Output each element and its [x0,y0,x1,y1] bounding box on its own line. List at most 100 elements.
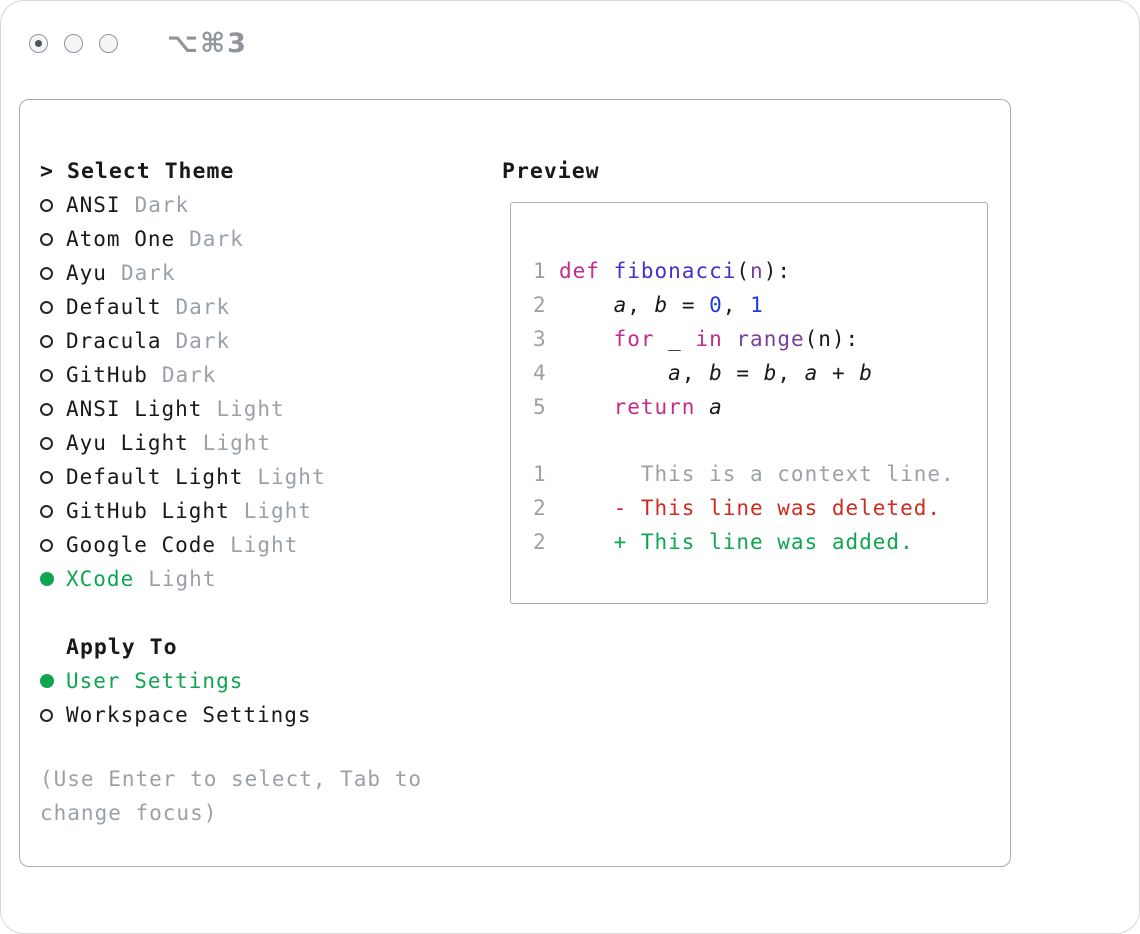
code-token: 0 [709,293,723,317]
code-token: return [613,395,696,419]
apply-to-list: User Settings Workspace Settings [40,664,440,732]
theme-item-ansi[interactable]: ANSI Dark [40,188,440,222]
apply-option-workspace-settings[interactable]: Workspace Settings [40,698,440,732]
theme-name: GitHub Light [66,499,230,523]
code-token [723,327,737,351]
theme-item-ayu[interactable]: Ayu Dark [40,256,440,290]
select-theme-title: Select Theme [67,158,235,184]
code-token: + This line was added. [559,530,914,554]
code-token: a [668,361,682,385]
theme-item-google-code[interactable]: Google Code Light [40,528,440,562]
code-text: - This line was deleted. [559,496,941,520]
theme-name: Dracula [66,329,162,353]
code-line: 3 for _ in range(n): [533,322,987,356]
code-token: , [681,361,710,385]
radio-icon [40,266,53,280]
radio-icon [40,470,53,484]
code-token [559,361,668,385]
code-line: 4 a, b = b, a + b [533,356,987,390]
radio-icon [40,232,53,246]
code-text: return a [559,395,723,419]
code-text: for _ in range(n): [559,327,859,351]
code-token: = [722,361,764,385]
theme-name: Ayu [66,261,107,285]
radio-icon [40,402,53,416]
radio-icon [40,572,54,586]
theme-item-default-light[interactable]: Default Light Light [40,460,440,494]
code-token: (n): [804,327,860,351]
code-token: _ [654,327,696,351]
code-line: 1 def fibonacci(n): [533,254,987,288]
theme-name: Google Code [66,533,217,557]
code-token: , [722,293,751,317]
traffic-light[interactable] [64,34,83,53]
diff-line: 2 - This line was deleted. [533,491,987,525]
theme-name: Ayu Light [66,431,189,455]
option-label: User Settings [66,669,244,693]
code-text: + This line was added. [559,530,914,554]
option-label: Workspace Settings [66,703,312,727]
theme-item-ayu-light[interactable]: Ayu Light Light [40,426,440,460]
theme-item-atom-one[interactable]: Atom One Dark [40,222,440,256]
code-token: ): [763,259,791,283]
code-line: 2 a, b = 0, 1 [533,288,987,322]
traffic-light[interactable] [99,34,118,53]
keyboard-shortcut-label: ⌥⌘3 [167,28,248,59]
theme-variant: Light [202,431,272,455]
line-number: 2 [533,293,547,317]
code-token [559,395,614,419]
theme-variant: Light [216,397,285,421]
apply-to-heading: Apply To [66,634,178,660]
code-token: n [750,259,764,283]
code-line: 5 return a [533,390,987,424]
code-text: a, b = b, a + b [559,361,873,385]
code-token: range [736,327,805,351]
radio-icon [40,368,53,382]
theme-column: > Select Theme ANSI Dark Atom One Dark A… [40,154,440,830]
radio-icon [40,538,53,552]
theme-variant: Dark [175,329,231,353]
code-block: 1 def fibonacci(n): 2 a, b = 0, 1 3 for … [533,254,987,424]
theme-item-default[interactable]: Default Dark [40,290,440,324]
code-text: This is a context line. [559,462,955,486]
code-token: def [559,259,600,283]
radio-icon [40,674,54,688]
code-token: , [777,361,805,385]
code-token [600,259,614,283]
apply-option-user-settings[interactable]: User Settings [40,664,440,698]
theme-item-ansi-light[interactable]: ANSI Light Light [40,392,440,426]
code-token [559,327,614,351]
radio-icon [40,504,53,518]
theme-list: ANSI Dark Atom One Dark Ayu Dark Default… [40,188,440,596]
code-token: a [804,361,819,385]
radio-icon [40,708,53,722]
theme-variant: Dark [189,227,244,251]
line-number: 5 [533,395,547,419]
traffic-light[interactable] [29,34,48,53]
preview-box: 1 def fibonacci(n): 2 a, b = 0, 1 3 for … [510,202,988,604]
code-token [695,395,709,419]
theme-item-xcode[interactable]: XCode Light [40,562,440,596]
code-token: b [763,361,778,385]
code-token: This is a context line. [559,462,955,486]
code-token: ( [736,259,751,283]
code-token: b [709,361,723,385]
line-number: 4 [533,361,547,385]
theme-name: ANSI Light [66,397,203,421]
code-token: b [654,293,669,317]
theme-item-dracula[interactable]: Dracula Dark [40,324,440,358]
code-token: 1 [750,293,764,317]
theme-name: Atom One [66,227,176,251]
preview-heading: Preview [502,158,600,184]
theme-name: XCode [66,567,135,591]
line-number: 2 [533,496,547,520]
window-controls [29,34,118,53]
code-token: + [818,361,860,385]
theme-item-github-light[interactable]: GitHub Light Light [40,494,440,528]
code-token [559,293,614,317]
theme-name: Default Light [66,465,244,489]
theme-variant: Dark [175,295,231,319]
theme-item-github[interactable]: GitHub Dark [40,358,440,392]
diff-block: 1 This is a context line. 2 - This line … [533,457,987,559]
